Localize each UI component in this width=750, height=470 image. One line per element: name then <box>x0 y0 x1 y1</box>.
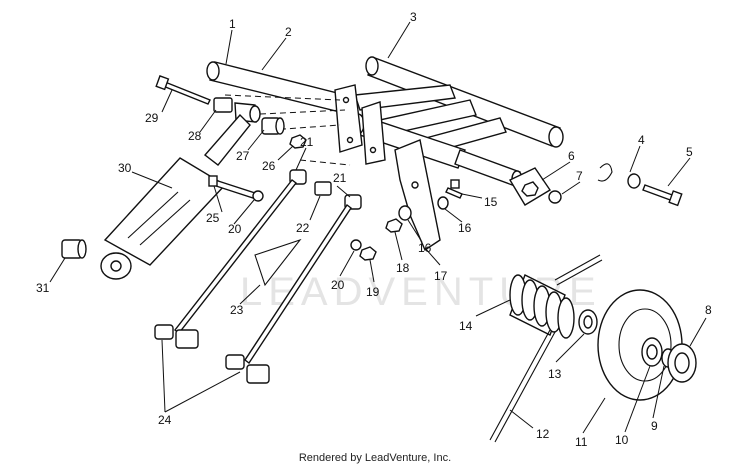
washer-part-13 <box>578 309 598 335</box>
bushing-part-27 <box>261 117 285 135</box>
nut-part-19 <box>359 246 377 261</box>
bushing-part-24-lower <box>225 354 270 384</box>
callout-27: 27 <box>236 149 250 163</box>
callout-21-upper: 21 <box>300 135 314 149</box>
callout-22: 22 <box>296 221 310 235</box>
callout-30: 30 <box>118 161 132 175</box>
callout-25: 25 <box>206 211 220 225</box>
callout-13: 13 <box>548 367 562 381</box>
shock-absorber-part-30 <box>100 113 251 280</box>
callout-20-lower: 20 <box>331 278 345 292</box>
callout-20-upper: 20 <box>228 222 242 236</box>
callout-16-right: 16 <box>458 221 472 235</box>
callout-24: 24 <box>158 413 172 427</box>
idler-wheel-part-11 <box>597 289 683 401</box>
clip-part-4 <box>597 163 641 189</box>
callout-10: 10 <box>615 433 629 447</box>
washer-part-16-left <box>398 205 412 221</box>
link-rod-lower <box>244 203 352 365</box>
callout-16-left: 16 <box>418 241 432 255</box>
washer-part-20-lower <box>350 239 362 251</box>
mounting-bracket-part-1 <box>334 84 386 165</box>
callout-14: 14 <box>459 319 473 333</box>
bracket-arrow-part-23 <box>254 238 302 287</box>
rod-end-part-21-upper <box>289 169 307 185</box>
callout-4: 4 <box>638 133 645 147</box>
washer-part-7 <box>548 190 562 204</box>
block-part-6 <box>509 167 551 206</box>
bushing-part-31 <box>61 239 87 259</box>
render-credit: Rendered by LeadVenture, Inc. <box>298 452 452 464</box>
callout-19: 19 <box>366 285 380 299</box>
spacer-part-28 <box>213 97 233 113</box>
callout-7: 7 <box>576 169 583 183</box>
hub-part-8 <box>667 343 697 383</box>
callout-18: 18 <box>396 261 410 275</box>
callout-1: 1 <box>229 17 236 31</box>
callout-31: 31 <box>36 281 50 295</box>
bushing-part-24-upper <box>154 324 199 349</box>
callout-12: 12 <box>536 427 550 441</box>
rod-end-part-21-lower <box>344 194 362 210</box>
callout-15: 15 <box>484 195 498 209</box>
callout-21-lower: 21 <box>333 171 347 185</box>
callout-5: 5 <box>686 145 693 159</box>
callout-9: 9 <box>651 419 658 433</box>
bolt-part-5 <box>642 184 683 207</box>
bearing-part-10 <box>641 337 663 367</box>
pivot-bracket-part-17 <box>394 139 441 252</box>
washer-part-20-upper <box>252 190 264 202</box>
callout-2: 2 <box>285 25 292 39</box>
bolt-part-29 <box>155 75 211 105</box>
callout-26: 26 <box>262 159 276 173</box>
washer-part-16-right <box>437 196 449 210</box>
nut-part-18 <box>385 218 403 233</box>
spring-assembly-part-14 <box>509 254 603 339</box>
callout-3: 3 <box>410 10 417 24</box>
spring-arm-part-12 <box>489 329 556 443</box>
spacer-part-22 <box>314 181 332 196</box>
callout-23: 23 <box>230 303 244 317</box>
nut-part-26 <box>289 134 307 149</box>
leader-lines <box>49 21 707 434</box>
callout-labels: 1 2 3 4 5 6 7 8 9 10 11 12 13 14 15 16 1… <box>36 10 712 449</box>
callout-8: 8 <box>705 303 712 317</box>
callout-11: 11 <box>575 435 588 449</box>
callout-6: 6 <box>568 149 575 163</box>
callout-28: 28 <box>188 129 202 143</box>
callout-17: 17 <box>434 269 448 283</box>
callout-29: 29 <box>145 111 159 125</box>
screw-part-15 <box>445 179 463 199</box>
